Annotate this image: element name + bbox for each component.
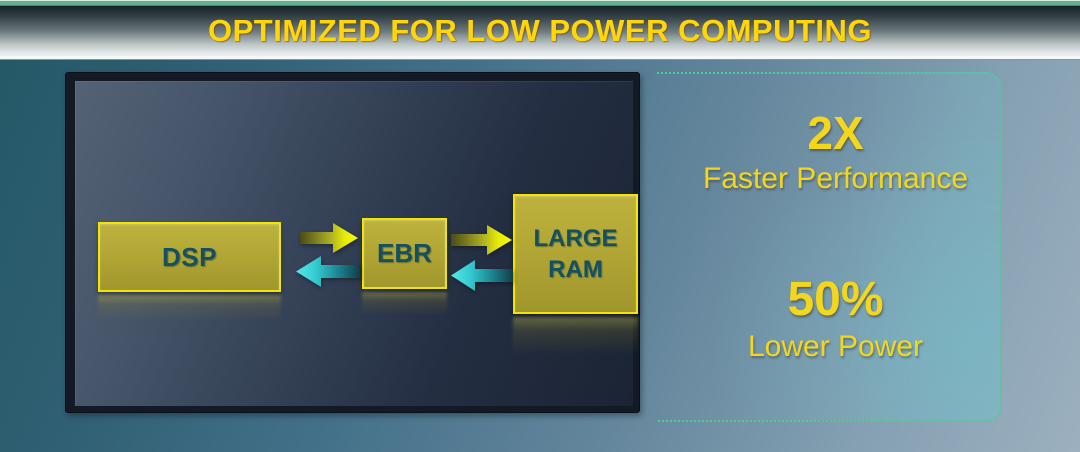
arrow-dsp-to-ebr-icon (300, 223, 358, 253)
ebr-label: EBR (377, 238, 432, 268)
metric-faster-performance: 2X Faster Performance (657, 110, 1000, 195)
chip-panel: DSP EBR LARGE RAM (65, 72, 640, 413)
top-accent-strip (0, 1, 1080, 6)
title-banner: OPTIMIZED FOR LOW POWER COMPUTING (0, 6, 1080, 56)
ebr-reflection (362, 292, 447, 316)
large-ram-label: LARGE RAM (533, 225, 618, 283)
banner-divider (0, 56, 1080, 60)
metric-value: 50% (787, 273, 884, 326)
metric-label: Faster Performance (702, 162, 969, 195)
top-hairline (0, 0, 1080, 1)
dsp-reflection (98, 295, 281, 321)
arrow-ram-to-ebr-icon (451, 260, 513, 291)
dsp-block: DSP (98, 222, 281, 292)
metric-value: 2X (807, 107, 864, 159)
large-ram-block: LARGE RAM (513, 194, 638, 314)
metric-label: Lower Power (747, 330, 924, 363)
chip-panel-surface: DSP EBR LARGE RAM (75, 81, 638, 406)
dsp-label: DSP (162, 241, 217, 272)
slide-title: OPTIMIZED FOR LOW POWER COMPUTING (207, 13, 873, 48)
ebr-block: EBR (362, 218, 447, 289)
arrow-ebr-to-dsp-icon (296, 256, 360, 287)
metrics-dotted-panel: 2X Faster Performance 50% Lower Power (657, 72, 1002, 422)
arrow-ebr-to-ram-icon (451, 225, 512, 255)
metric-lower-power: 50% Lower Power (657, 273, 1000, 364)
large-ram-reflection (513, 317, 638, 355)
